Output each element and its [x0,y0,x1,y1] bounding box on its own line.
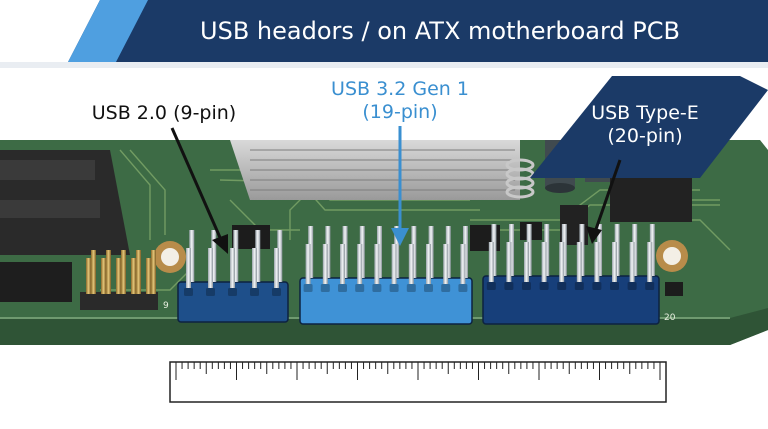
usb2-header [177,230,289,323]
usb32-label: USB 3.2 Gen 1 (19-pin) [300,78,500,124]
front-panel-header [0,262,72,302]
usb32-label-line1: USB 3.2 Gen 1 [331,78,469,100]
banner-accent-stripe [68,0,148,62]
page-title: USB headors / on ATX motherboard PCB [200,17,680,45]
usb32-pin [374,244,380,284]
usb32-pin [460,244,466,284]
usb32-pin [411,226,417,278]
usbe-label-line1: USB Type-E [591,102,699,124]
usb32-pin [340,244,345,284]
usb2-pin [186,248,191,288]
gold-pin [86,258,91,294]
usbe-pin [509,224,515,276]
usbe-pin [576,242,582,282]
usb32-pin [394,226,400,278]
usb2-pin [277,230,283,282]
usbe-label-panel [530,76,768,178]
usbe-pin [488,242,494,282]
usb2-pin [211,230,217,282]
usb32-pin [322,244,328,284]
gold-pin [131,258,136,294]
usbe-pin [649,224,655,276]
usb32-pin [305,244,311,284]
usbe-pin [491,224,497,276]
usb2-label: USB 2.0 (9-pin) [91,102,237,124]
usb32-pin [357,244,363,284]
usb32-pin [462,226,468,278]
mounting-hole-left [154,241,186,273]
usb32-pin [391,244,397,284]
mounting-hole-right [656,240,688,272]
usbe-pin [561,224,567,276]
usbe-pin [579,224,585,276]
usb2-pin [233,230,239,282]
header-housing [299,277,473,325]
usbe-pin [597,224,603,276]
usb32-arrow [391,126,409,246]
usbe-arrow [586,159,622,244]
usb2-pin [189,230,195,282]
usbe-pin [632,224,638,276]
usbe-header [482,224,660,325]
usb32-pin [445,226,451,278]
usbe-pin [612,242,617,282]
usb32-pin [443,244,449,284]
usbe-pin [614,224,620,276]
usb32-label-line2: (19-pin) [362,100,438,123]
usb32-pin [376,226,382,278]
usbe-pin [559,242,565,282]
usbe-label: USB Type-E (20-pin) [560,102,730,148]
usb32-pin [359,226,365,278]
gold-pin [91,250,96,294]
ruler [169,361,667,403]
gold-pin-header [80,250,158,310]
usbe-pin [647,242,653,282]
usb2-pin [255,230,261,282]
usb2-arrow [170,127,228,254]
usb32-pin [408,244,414,284]
usb2-pin-number: 9 [163,301,169,311]
usbe-label-line2: (20-pin) [607,124,683,147]
gold-pin [101,258,106,294]
usbe-pin [544,224,550,276]
usb32-header [299,226,473,325]
usbe-pin [524,242,529,282]
usb2-pin [274,248,279,288]
gold-pin [146,258,151,294]
gold-pin [106,250,111,294]
usb32-pin [426,244,431,284]
usb2-pin [230,248,235,288]
usbe-pin [526,224,532,276]
header-housing [482,275,660,325]
usb32-pin [325,226,331,278]
usbe-pin [629,242,635,282]
usbe-pin-number: 20 [664,313,676,323]
gold-pin [151,250,156,294]
usbe-pin [506,242,512,282]
smd-chip [232,225,270,249]
gold-pin [121,250,126,294]
usb32-pin [428,226,434,278]
usbe-pin [594,242,600,282]
gold-pin [116,258,121,294]
usbe-pin [541,242,547,282]
gold-pin [136,250,141,294]
usb32-pin [342,226,348,278]
usb2-pin [208,248,213,288]
usb2-pin [252,248,257,288]
usb32-pin [308,226,314,278]
